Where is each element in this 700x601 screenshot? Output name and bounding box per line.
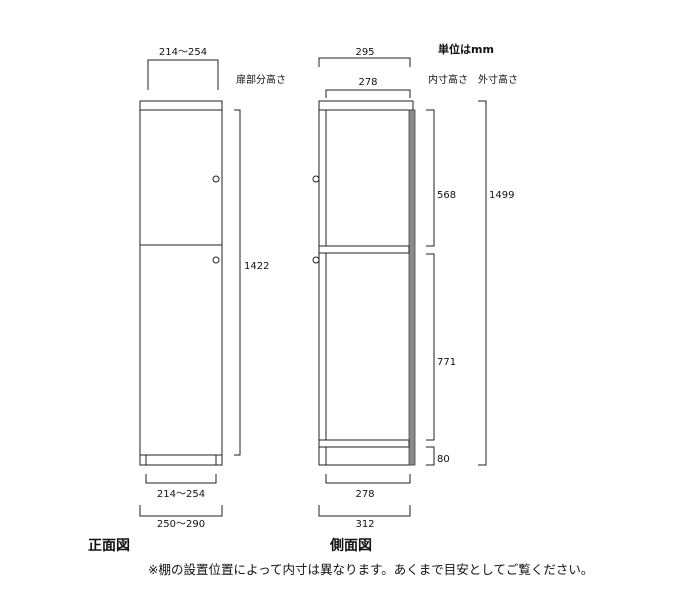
front-bottom-outer-bracket <box>139 505 223 517</box>
side-bottom-outer-text: 312 <box>355 519 374 530</box>
door-height-header: 扉部分高さ <box>236 73 286 86</box>
door-height-text: 1422 <box>244 261 269 272</box>
front-view: 214～254 扉部分高さ 1422 214～254 250～290 正面図 <box>88 47 286 554</box>
base-height-text: 80 <box>437 454 450 465</box>
front-bottom-inner-bracket <box>145 474 217 484</box>
front-bottom-inner-text: 214～254 <box>157 489 205 500</box>
front-top-panel <box>139 100 223 111</box>
side-top-outer-text: 295 <box>355 47 374 58</box>
outer-height-bracket <box>478 100 487 466</box>
bottom-board <box>318 439 410 448</box>
lower-door-knob <box>212 256 220 264</box>
side-top-inner-bracket <box>325 89 411 98</box>
front-view-title: 正面図 <box>88 538 130 554</box>
base-height-bracket <box>426 446 435 466</box>
front-bottom-outer-text: 250～290 <box>157 519 205 530</box>
door-height-bracket <box>234 109 241 456</box>
side-bottom-inner-bracket <box>325 474 411 484</box>
lower-inner-bracket <box>426 253 435 441</box>
side-outer-body <box>318 109 414 466</box>
inner-height-header: 内寸高さ <box>428 73 468 86</box>
lower-inner-text: 771 <box>437 357 456 368</box>
upper-inner-text: 568 <box>437 190 456 201</box>
side-view-title: 側面図 <box>329 537 372 554</box>
side-top-outer-bracket <box>318 57 411 67</box>
front-top-width-bracket <box>147 59 219 90</box>
side-upper-knob <box>312 175 320 183</box>
upper-inner-bracket <box>426 109 435 247</box>
footnote: ※棚の設置位置によって内寸は異なります。あくまで目安としてご覧ください。 <box>148 562 593 577</box>
front-plinth <box>140 454 222 465</box>
outer-height-header: 外寸高さ <box>478 73 518 86</box>
side-top-panel <box>318 100 414 111</box>
shelf <box>318 245 410 254</box>
side-top-inner-text: 278 <box>358 77 377 88</box>
side-bottom-outer-bracket <box>318 505 411 517</box>
upper-door-knob <box>212 175 220 183</box>
side-bottom-inner-text: 278 <box>355 489 374 500</box>
back-panel <box>408 109 416 466</box>
side-lower-knob <box>312 256 320 264</box>
outer-height-text: 1499 <box>489 190 514 201</box>
unit-label: 単位はmm <box>438 42 494 56</box>
front-body <box>139 109 223 466</box>
front-top-width-text: 214～254 <box>159 47 207 58</box>
side-view: 295 278 単位はmm 内寸高さ 外寸高さ 568 771 80 1499 … <box>312 42 518 554</box>
